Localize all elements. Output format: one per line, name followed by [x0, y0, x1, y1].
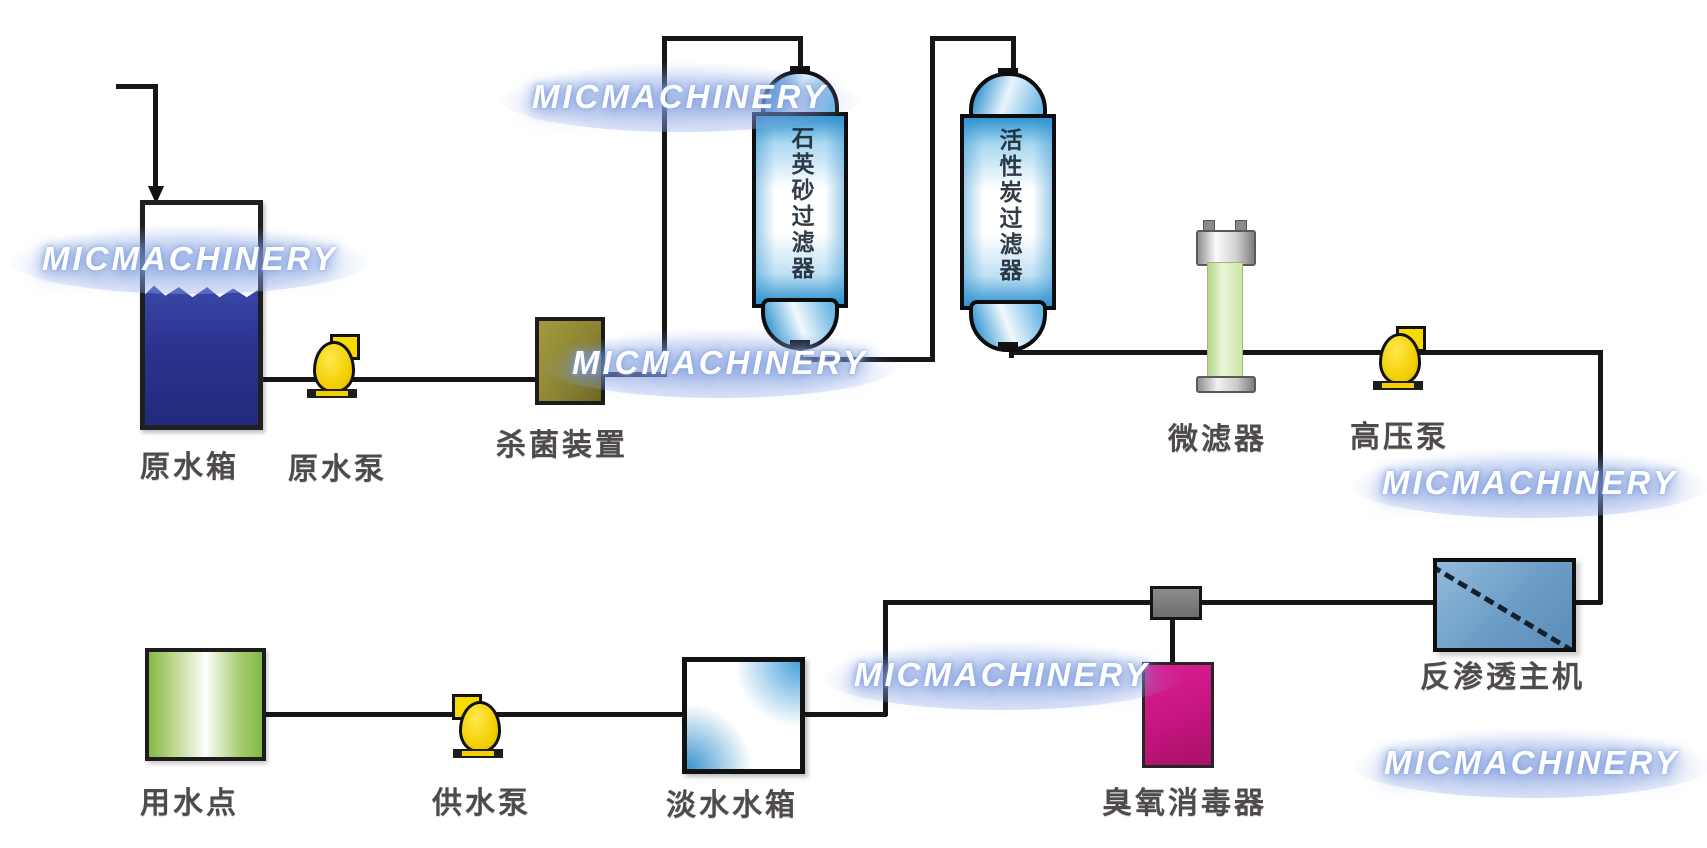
watermark: MICMACHINERY — [538, 328, 902, 398]
pipe-riser-1 — [662, 36, 667, 377]
pipe-top-run-2 — [930, 36, 1016, 41]
vessel-bottom-nozzle — [998, 342, 1018, 350]
pipe-to-fresh-tank — [795, 712, 887, 717]
pipe-drop-vessel-1 — [798, 36, 803, 76]
high-pressure-pump-label: 高压泵 — [1350, 420, 1449, 455]
carbon-filter-label: 活性炭过滤器 — [995, 128, 1021, 284]
use-point-label: 用水点 — [140, 786, 239, 821]
pipe-top-run-1 — [662, 36, 803, 41]
reverse-osmosis-unit — [1433, 558, 1576, 652]
sterilizer-label: 杀菌装置 — [496, 428, 628, 463]
sand-filter-label: 石英砂过滤器 — [787, 126, 813, 282]
raw-water-pump-label: 原水泵 — [288, 452, 387, 487]
watermark: MICMACHINERY — [1348, 448, 1707, 518]
pipe-feed-run — [1009, 350, 1603, 355]
fresh-water-tank-label: 淡水水箱 — [666, 788, 798, 823]
pump-body — [459, 701, 501, 753]
inline-valve — [1150, 586, 1202, 620]
vessel-body — [752, 112, 848, 308]
watermark: MICMACHINERY — [1350, 728, 1707, 798]
microfilter-unit — [1194, 218, 1256, 394]
pipe-drop-vessel-2 — [1011, 36, 1016, 78]
supply-pump — [452, 694, 506, 758]
microfilter-flange — [1196, 376, 1256, 393]
pump-base-stripe — [462, 751, 494, 756]
pipe-tank-to-sterilizer — [250, 377, 537, 382]
pipe-ozone-branch — [1170, 612, 1175, 664]
pump-base-stripe — [316, 391, 348, 396]
raw-water-level — [145, 285, 258, 425]
microfilter-label: 微滤器 — [1168, 422, 1267, 457]
pipe-ro-inlet-stub — [1566, 600, 1602, 605]
raw-water-pump — [306, 334, 360, 398]
use-point-unit — [145, 648, 266, 761]
ro-membrane-diagonal — [1437, 564, 1572, 648]
pipe-inlet-horizontal — [116, 84, 158, 89]
pump-body — [1379, 333, 1421, 385]
raw-water-tank-label: 原水箱 — [140, 450, 239, 485]
microfilter-body — [1207, 262, 1243, 380]
supply-pump-label: 供水泵 — [432, 786, 531, 821]
inlet-flow-arrow-icon — [148, 186, 164, 204]
ozone-disinfector-label: 臭氧消毒器 — [1102, 786, 1267, 821]
fresh-water-tank-shading — [687, 662, 800, 769]
pump-base-stripe — [1382, 383, 1414, 388]
high-pressure-pump — [1372, 326, 1426, 390]
carbon-filter-vessel: 活性炭过滤器 — [960, 68, 1056, 352]
watermark: MICMACHINERY — [8, 224, 372, 294]
microfilter-cap — [1196, 230, 1256, 266]
watermark: MICMACHINERY — [498, 62, 862, 132]
fresh-water-tank — [682, 657, 805, 774]
pipe-riser-2 — [930, 36, 935, 362]
pipe-inlet-vertical — [153, 84, 158, 188]
ro-unit-label: 反渗透主机 — [1420, 660, 1585, 695]
pump-body — [313, 341, 355, 393]
raw-water-tank — [140, 200, 263, 430]
watermark: MICMACHINERY — [820, 640, 1184, 710]
